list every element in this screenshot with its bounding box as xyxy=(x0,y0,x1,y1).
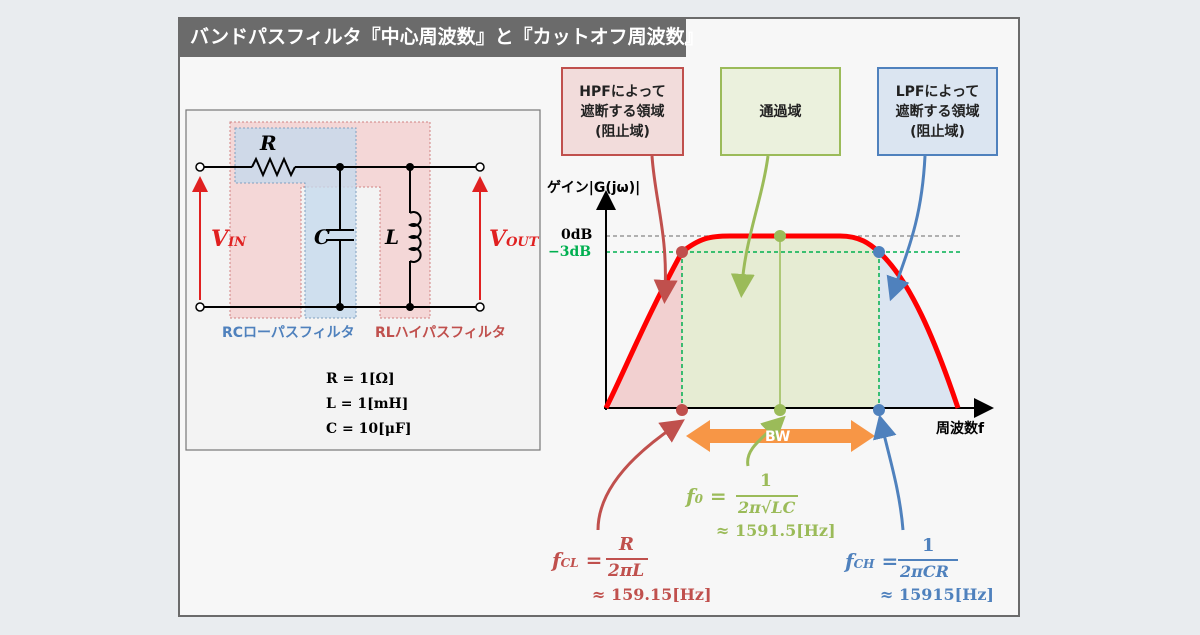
vin-label: VIN xyxy=(211,226,247,252)
f0-symbol: f0 = xyxy=(686,484,727,508)
capacitor-label: C xyxy=(314,225,330,249)
f0-denominator: 2π√LC xyxy=(738,498,796,517)
tick-0db: 0dB xyxy=(561,227,593,243)
pass-callout-arrow xyxy=(730,155,770,298)
equation-r: R = 1[Ω] xyxy=(326,371,395,387)
circuit-terminals xyxy=(195,162,485,312)
fcl-denominator: 2πL xyxy=(608,561,645,581)
resistor-label: R xyxy=(260,131,277,155)
f0-pointer xyxy=(746,415,786,467)
vout-label: VOUT xyxy=(489,226,539,252)
fch-numerator: 1 xyxy=(922,535,935,556)
fch-point xyxy=(873,246,885,258)
f0-numerator: 1 xyxy=(760,471,772,491)
circuit-nodes xyxy=(336,163,414,311)
passband-box: 通過域 xyxy=(720,67,841,156)
hpf-stopband-box: HPFによって 遮断する領域 (阻止域) xyxy=(561,67,684,156)
lpf-stopband-box: LPFによって 遮断する領域 (阻止域) xyxy=(877,67,998,156)
fcl-value: ≈ 159.15[Hz] xyxy=(592,585,712,604)
x-axis-label: 周波数f xyxy=(936,421,985,437)
fch-denominator: 2πCR xyxy=(900,562,949,581)
rc-lowpass-label: RCローパスフィルタ xyxy=(222,325,355,341)
f0-point xyxy=(774,230,786,242)
page-title: バンドパスフィルタ『中心周波数』と『カットオフ周波数』 xyxy=(178,17,704,57)
fcl-symbol: fCL = xyxy=(552,548,603,572)
fch-value: ≈ 15915[Hz] xyxy=(880,585,994,604)
f0-axis-point xyxy=(774,404,786,416)
bw-label: BW xyxy=(765,429,791,445)
equation-c: C = 10[μF] xyxy=(326,421,412,437)
fcl-numerator: R xyxy=(619,534,634,555)
f0-value: ≈ 1591.5[Hz] xyxy=(716,521,836,540)
fcl-point xyxy=(676,246,688,258)
inductor-label: L xyxy=(385,225,400,249)
fch-symbol: fCH = xyxy=(845,549,899,573)
y-axis-label: ゲイン|G(jω)| xyxy=(547,180,641,196)
fch-pointer xyxy=(873,414,905,531)
tick-3db: −3dB xyxy=(548,244,592,260)
fcl-axis-point xyxy=(676,404,688,416)
equation-l: L = 1[mH] xyxy=(326,396,409,412)
lpf-callout-arrow xyxy=(886,155,927,302)
rc-lowpass-region xyxy=(234,127,357,319)
rl-highpass-label: RLハイパスフィルタ xyxy=(375,325,506,341)
lpf-stop-region xyxy=(879,252,958,408)
fch-axis-point xyxy=(873,404,885,416)
hpf-callout-arrow xyxy=(650,155,678,304)
fcl-pointer xyxy=(596,419,685,531)
